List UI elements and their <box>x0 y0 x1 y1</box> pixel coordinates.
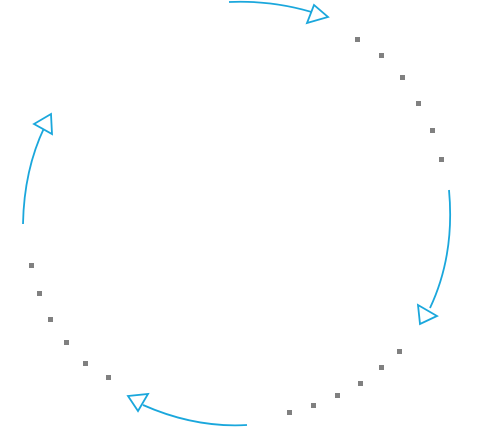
dot <box>311 403 316 408</box>
dot <box>379 365 384 370</box>
dot <box>430 128 435 133</box>
dotted-gap-upper-right <box>355 37 444 162</box>
dot <box>37 291 42 296</box>
cycle-arrow-left-line <box>22 123 47 225</box>
cycle-arrow-left-head <box>32 112 53 136</box>
cycle-arrow-bottom-line <box>142 404 248 427</box>
dot <box>397 349 402 354</box>
dot <box>416 101 421 106</box>
cycle-arrow-top-head <box>305 3 330 25</box>
dotted-gap-lower-left <box>29 263 111 380</box>
dot <box>83 361 88 366</box>
dot <box>29 263 34 268</box>
cycle-arrow-left <box>22 112 53 225</box>
dot <box>106 375 111 380</box>
dot <box>287 410 292 415</box>
cycle-arrow-right-head <box>416 303 439 326</box>
dot <box>64 340 69 345</box>
dot <box>379 53 384 58</box>
dot <box>335 393 340 398</box>
cycle-arrow-right-line <box>429 189 452 309</box>
cycle-arrow-top-line <box>228 0 319 15</box>
dotted-gap-lower-right <box>287 349 402 415</box>
dot <box>355 37 360 42</box>
cycle-arrow-bottom-head <box>126 392 150 413</box>
cycle-arrow-right <box>416 189 452 326</box>
cycle-arrow-top <box>228 0 330 25</box>
dot <box>400 75 405 80</box>
dot <box>439 157 444 162</box>
dot <box>48 317 53 322</box>
cycle-arrow-bottom <box>126 392 248 427</box>
dot <box>358 381 363 386</box>
